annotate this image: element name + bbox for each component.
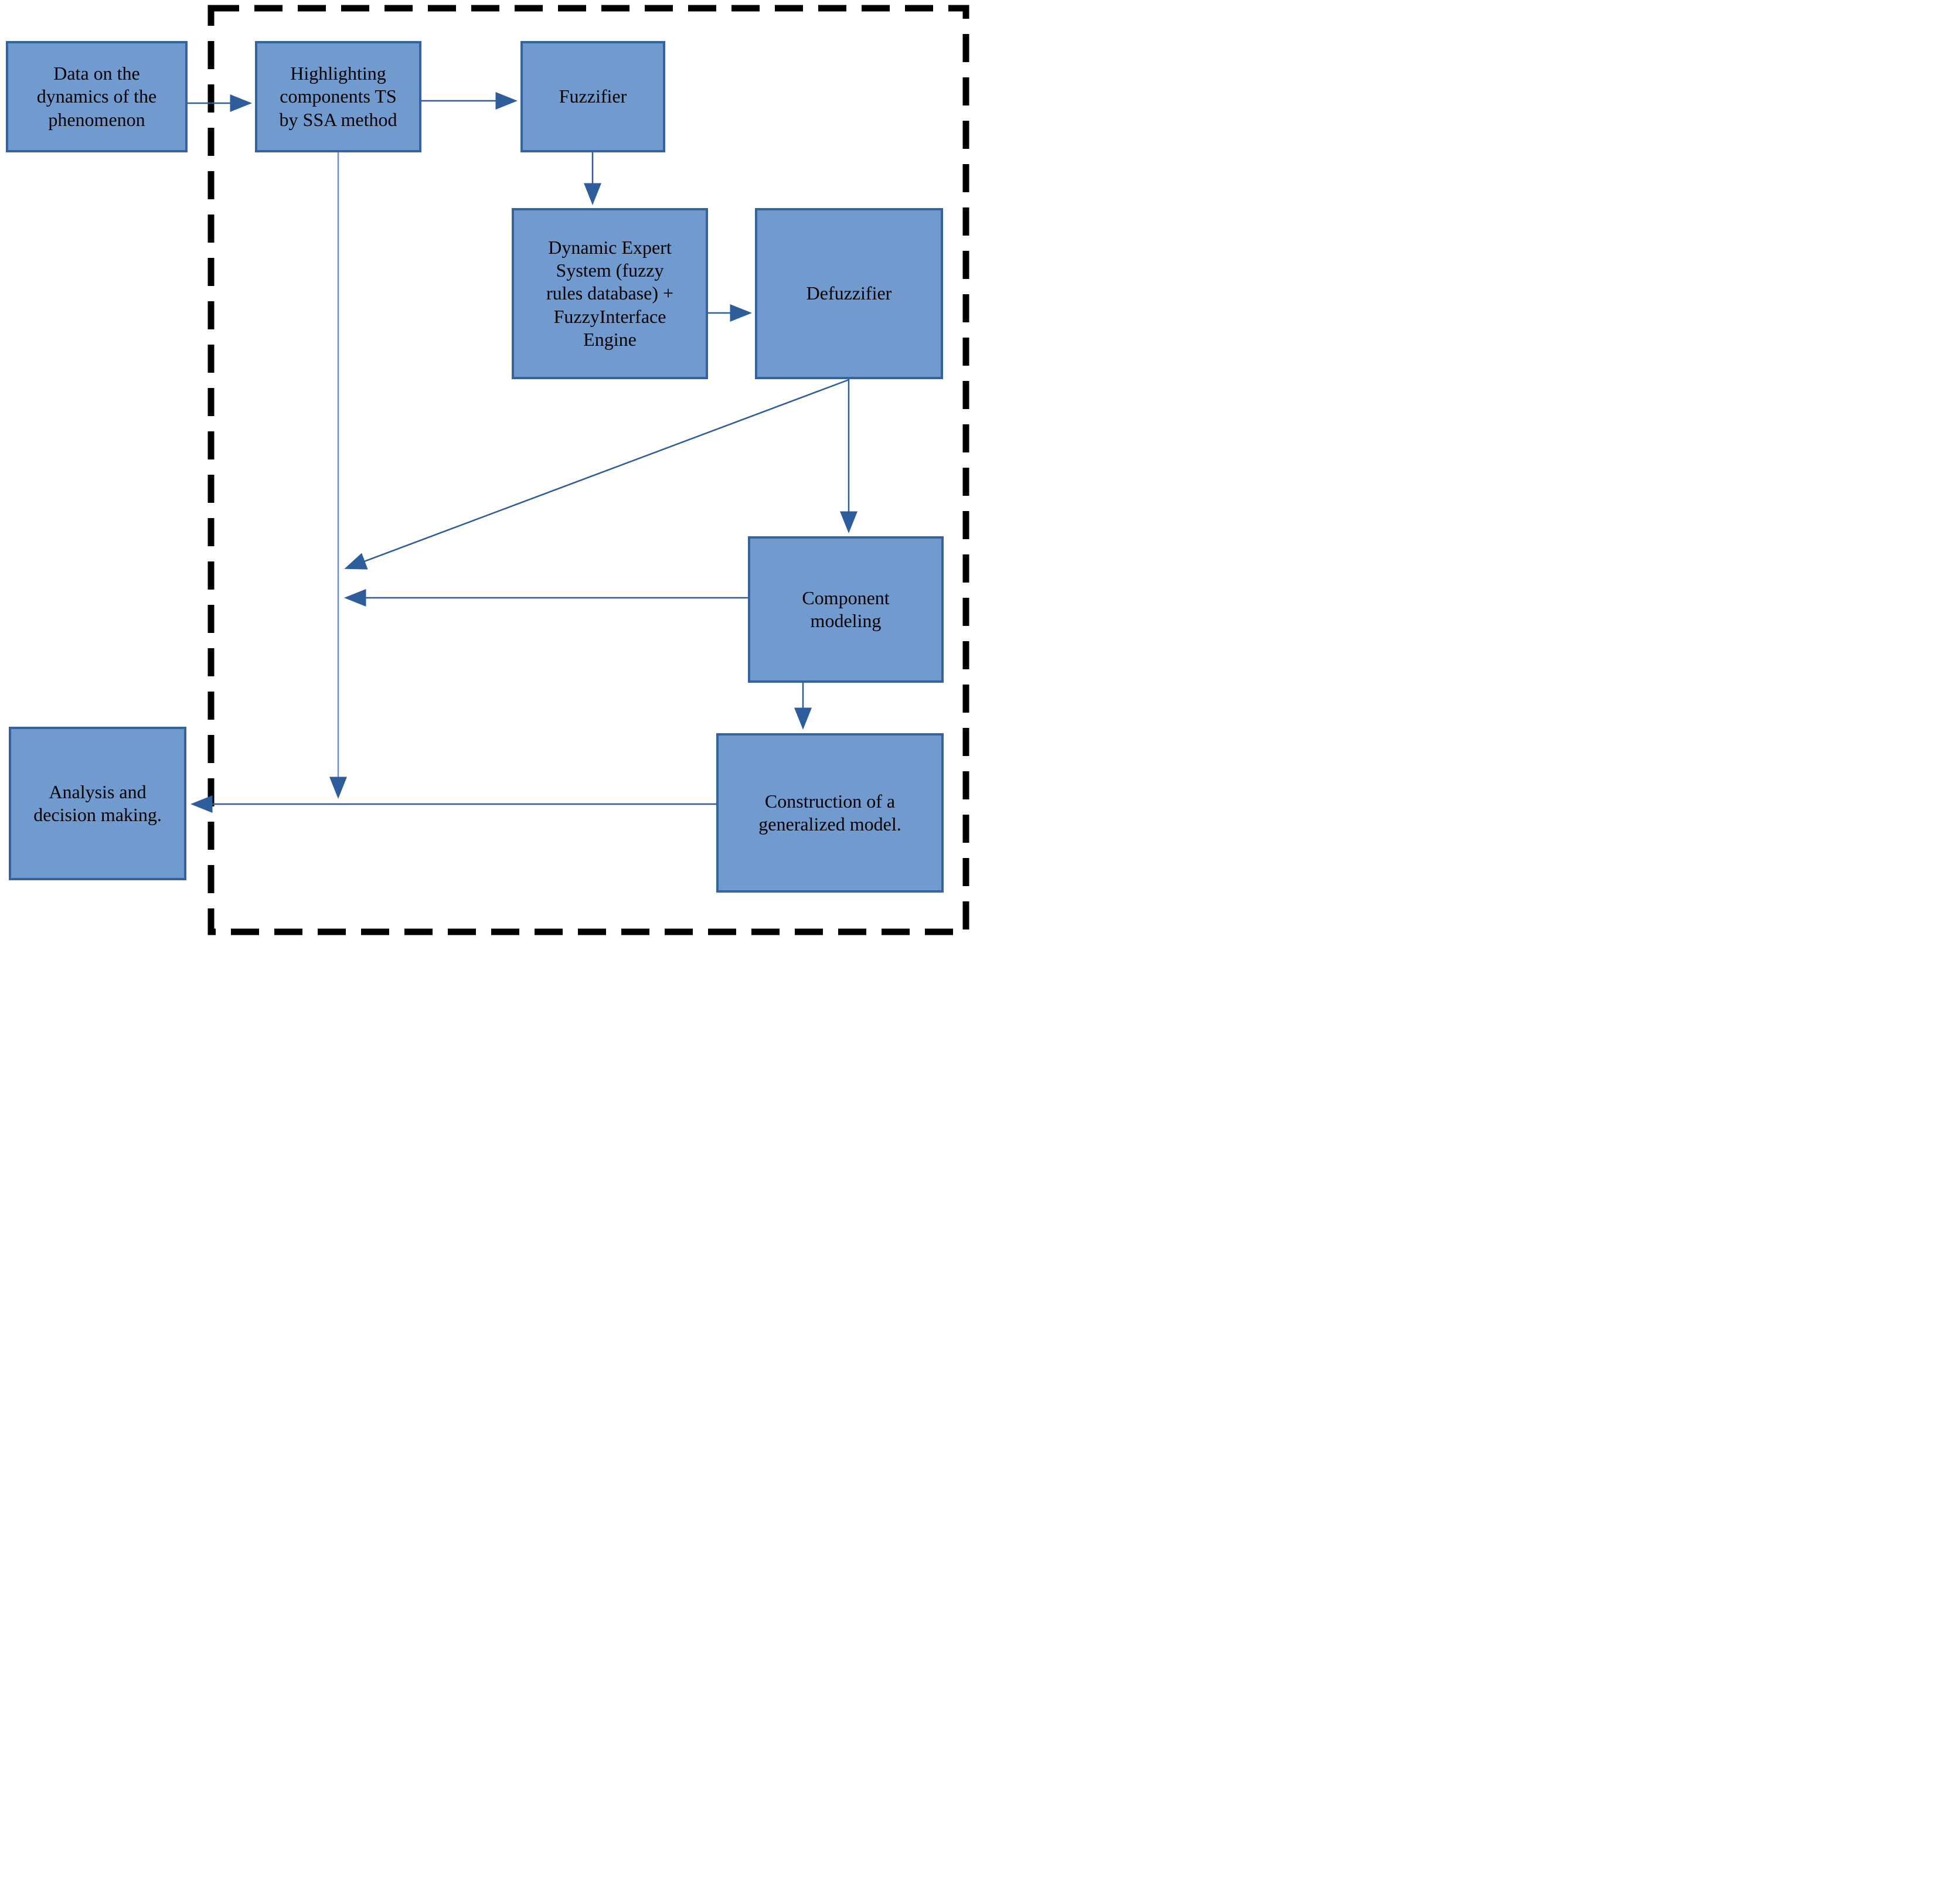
node-expert-system-label: Dynamic Expert System (fuzzy rules datab… <box>546 237 674 350</box>
edge-defuzzifier-to-central-line-diagonal <box>344 379 849 570</box>
node-dynamic-expert-system: Dynamic Expert System (fuzzy rules datab… <box>512 208 708 379</box>
node-defuzzifier-label: Defuzzifier <box>806 282 892 304</box>
node-analysis-decision-making: Analysis and decision making. <box>9 727 186 880</box>
node-highlighting-components: Highlighting components TS by SSA method <box>255 41 421 152</box>
node-component-modeling: Component modeling <box>748 536 944 683</box>
node-highlighting-label: Highlighting components TS by SSA method <box>279 63 397 130</box>
node-data-label: Data on the dynamics of the phenomenon <box>36 63 157 130</box>
node-fuzzifier-label: Fuzzifier <box>559 86 627 107</box>
node-component-label: Component modeling <box>802 587 890 631</box>
flowchart-figure: Data on the dynamics of the phenomenon H… <box>0 0 980 947</box>
node-analysis-label: Analysis and decision making. <box>33 781 162 825</box>
connector-layer <box>188 5 969 935</box>
node-data-on-dynamics: Data on the dynamics of the phenomenon <box>6 41 188 152</box>
dashed-frame-border <box>207 5 969 935</box>
node-defuzzifier: Defuzzifier <box>755 208 943 379</box>
node-construction-generalized-model: Construction of a generalized model. <box>716 733 944 893</box>
node-fuzzifier: Fuzzifier <box>520 41 665 152</box>
node-construction-label: Construction of a generalized model. <box>758 790 901 835</box>
